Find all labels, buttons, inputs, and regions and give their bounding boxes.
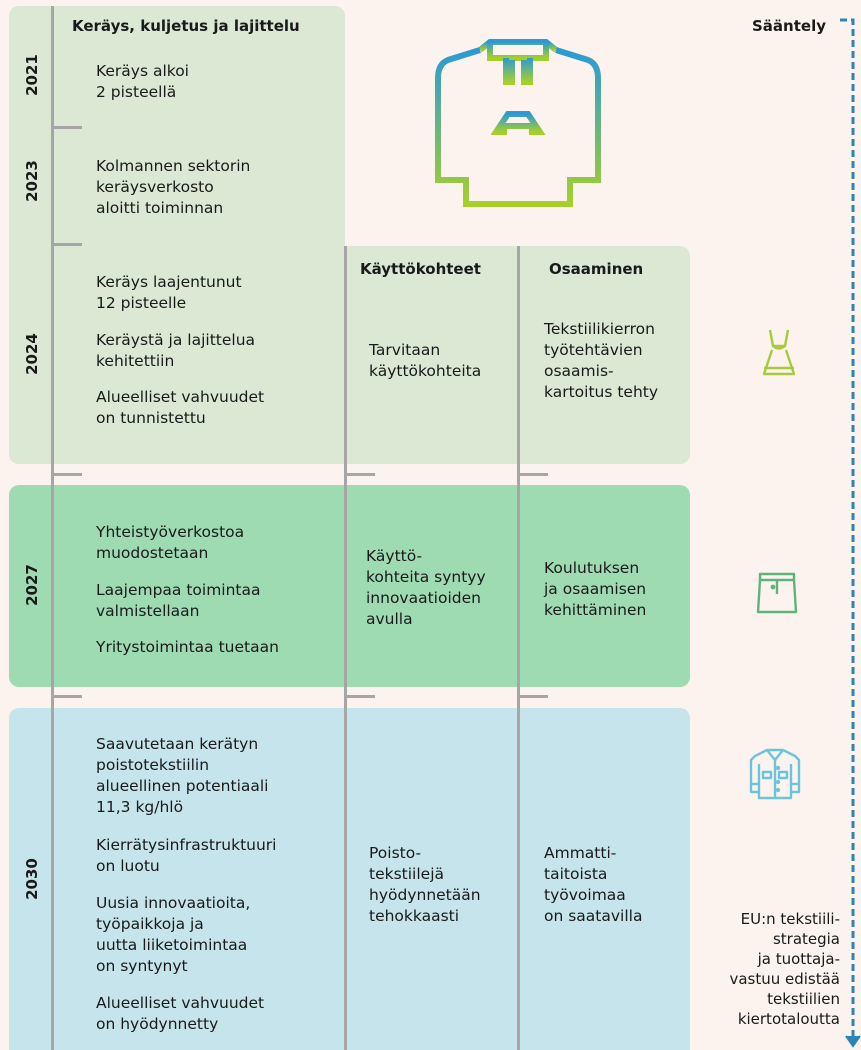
timeline-tick <box>345 473 375 476</box>
year-label: 2027 <box>23 564 41 606</box>
coat-icon <box>749 748 801 800</box>
timeline-tick <box>52 126 82 129</box>
panel-2030 <box>9 708 690 1050</box>
dress-icon <box>762 329 796 376</box>
timeline-tick <box>518 695 548 698</box>
timeline-line-collection <box>51 6 54 1050</box>
timeline-tick <box>52 243 82 246</box>
sweater-icon <box>435 39 601 207</box>
year-label: 2023 <box>23 160 41 202</box>
timeline-line-skills <box>517 246 520 1050</box>
timeline-tick <box>52 695 82 698</box>
year-label: 2024 <box>23 333 41 375</box>
timeline-line-uses <box>344 246 347 1050</box>
year-label: 2021 <box>23 54 41 96</box>
year-label: 2030 <box>23 858 41 900</box>
regulation-dashed-line <box>840 18 861 1048</box>
milestone-2027-c: Yritystoimintaa tuetaan <box>96 638 279 656</box>
header-uses: Käyttökohteet <box>360 260 481 278</box>
header-collection: Keräys, kuljetus ja lajittelu <box>72 17 300 35</box>
header-skills: Osaaminen <box>549 260 644 278</box>
panel-2024-uses-skills <box>9 246 690 464</box>
skirt-icon <box>756 572 798 614</box>
header-regulation: Sääntely <box>752 17 826 35</box>
timeline-tick <box>518 473 548 476</box>
timeline-tick <box>345 695 375 698</box>
timeline-tick <box>52 473 82 476</box>
panel-2027 <box>9 485 690 687</box>
